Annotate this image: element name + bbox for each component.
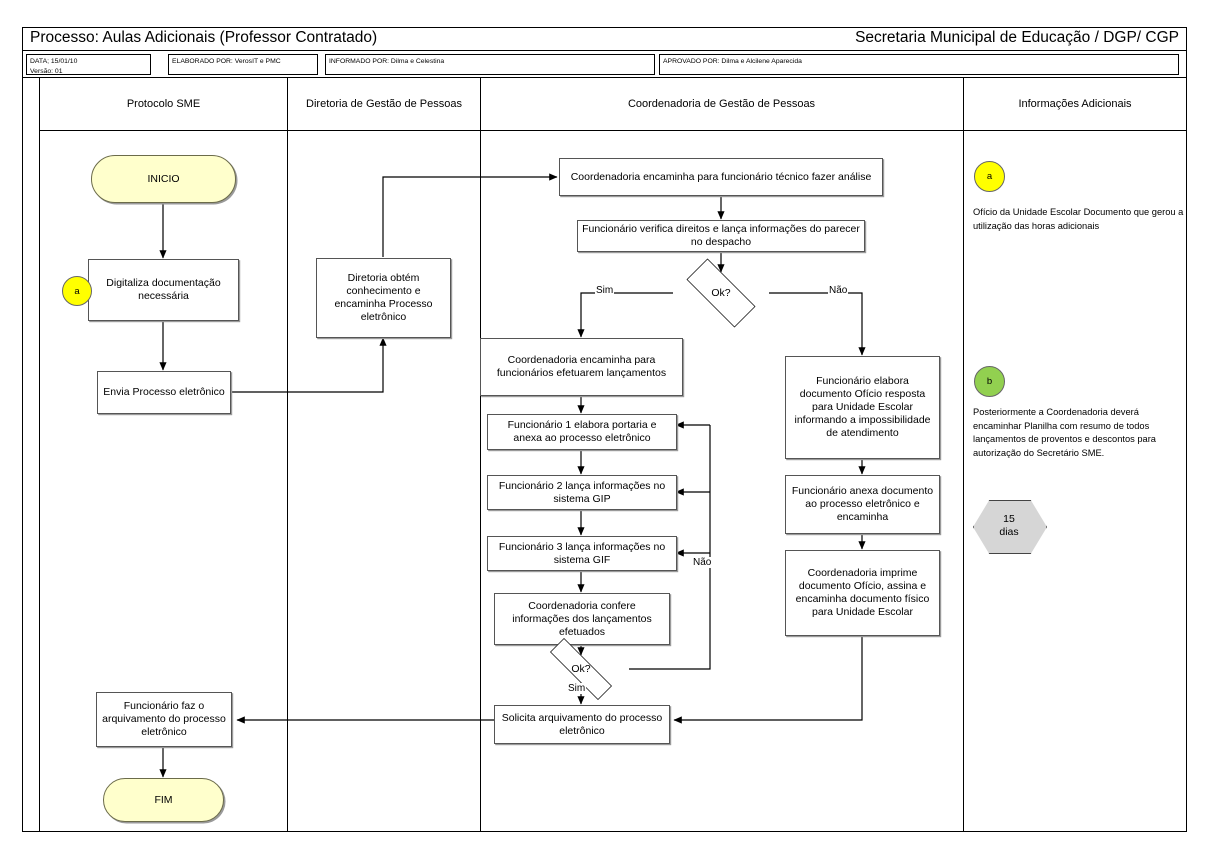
lane-divider-2 [480, 78, 482, 831]
lane-label-coordenadoria: Coordenadoria de Gestão de Pessoas [627, 98, 816, 110]
node-inicio[interactable]: INICIO [91, 155, 236, 203]
node-funcionario-2[interactable]: Funcionário 2 lança informações no siste… [487, 475, 677, 510]
lane-divider-3 [963, 78, 965, 831]
meta-informado-box: INFORMADO POR: Dilma e Celestina [325, 54, 655, 75]
badge-a-inflow[interactable]: a [62, 276, 92, 306]
node-coordenadoria-encaminha-funcionarios[interactable]: Coordenadoria encaminha para funcionário… [480, 338, 683, 396]
lane-header-diretoria: Diretoria de Gestão de Pessoas [288, 78, 480, 130]
organization-title: Secretaria Municipal de Educação / DGP/ … [855, 29, 1179, 46]
meta-aprovado-box: APROVADO POR: Dilma e Alcilene Aparecida [659, 54, 1179, 75]
lane-divider-1 [287, 78, 289, 831]
label-decisao1-sim: Sim [595, 285, 615, 296]
annotation-a-text: Ofício da Unidade Escolar Documento que … [973, 207, 1184, 231]
meta-bar: DATA; 15/01/10 Versão: 01 ELABORADO POR:… [22, 51, 1187, 78]
node-funcionario-1[interactable]: Funcionário 1 elabora portaria e anexa a… [487, 414, 677, 450]
meta-elaborado-box: ELABORADO POR: VerosIT e PMC [168, 54, 318, 75]
node-decisao-ok-2[interactable]: Ok? [533, 638, 629, 700]
lane-label-informacoes: Informações Adicionais [1018, 98, 1132, 110]
label-decisao2-sim: Sim [567, 683, 587, 694]
lane-header-rule [39, 130, 1187, 132]
node-prazo-hexagon: 15 dias [973, 500, 1047, 554]
lane-divider-margin [39, 78, 41, 831]
node-funcionario-anexa[interactable]: Funcionário anexa documento ao processo … [785, 475, 940, 534]
badge-b-legend[interactable]: b [974, 366, 1005, 397]
node-decisao-ok-1[interactable]: Ok? [673, 258, 769, 328]
meta-elaborado-line1: ELABORADO POR: VerosIT e PMC [172, 58, 281, 65]
node-funcionario-3[interactable]: Funcionário 3 lança informações no siste… [487, 536, 677, 571]
decisao2-label: Ok? [571, 663, 591, 675]
node-fim[interactable]: FIM [103, 778, 224, 822]
process-title: Processo: Aulas Adicionais (Professor Co… [30, 29, 378, 46]
decisao1-label: Ok? [711, 287, 731, 299]
lane-label-diretoria: Diretoria de Gestão de Pessoas [306, 98, 462, 110]
diagram-frame [22, 27, 1187, 832]
node-diretoria-obtem[interactable]: Diretoria obtém conhecimento e encaminha… [316, 258, 451, 338]
node-coordenadoria-confere[interactable]: Coordenadoria confere informações dos la… [494, 593, 670, 645]
node-coordenadoria-encaminha-tecnico[interactable]: Coordenadoria encaminha para funcionário… [559, 158, 883, 196]
lane-header-protocolo: Protocolo SME [40, 78, 287, 130]
node-solicita-arquivamento[interactable]: Solicita arquivamento do processo eletrô… [494, 705, 670, 744]
meta-data-line2: Versão: 01 [30, 67, 63, 75]
label-decisao2-nao: Não [692, 557, 713, 568]
hexagon-value: 15 [1003, 513, 1015, 525]
lane-header-informacoes: Informações Adicionais [964, 78, 1186, 130]
meta-data-box: DATA; 15/01/10 Versão: 01 [26, 54, 151, 75]
label-decisao1-nao: Não [828, 285, 849, 296]
hexagon-unit: dias [999, 526, 1019, 538]
title-bar: Processo: Aulas Adicionais (Professor Co… [22, 27, 1187, 51]
node-funcionario-verifica[interactable]: Funcionário verifica direitos e lança in… [577, 220, 865, 252]
meta-aprovado-line1: APROVADO POR: Dilma e Alcilene Aparecida [663, 58, 802, 65]
meta-informado-line1: INFORMADO POR: Dilma e Celestina [329, 58, 445, 65]
node-digitaliza-documentacao[interactable]: Digitaliza documentação necessária [88, 259, 239, 321]
meta-data-line1: DATA; 15/01/10 [30, 58, 78, 65]
node-funcionario-arquiva[interactable]: Funcionário faz o arquivamento do proces… [96, 692, 232, 747]
hexagon-label: 15 dias [973, 500, 1045, 552]
badge-a-legend[interactable]: a [974, 161, 1005, 192]
lane-label-protocolo: Protocolo SME [126, 98, 201, 110]
node-envia-processo[interactable]: Envia Processo eletrônico [97, 371, 231, 414]
lane-header-coordenadoria: Coordenadoria de Gestão de Pessoas [481, 78, 962, 130]
annotation-b-text: Posteriormente a Coordenadoria deverá en… [973, 407, 1156, 458]
hexagon-shape [973, 500, 1047, 554]
node-coordenadoria-imprime[interactable]: Coordenadoria imprime documento Ofício, … [785, 550, 940, 636]
node-funcionario-elabora-oficio[interactable]: Funcionário elabora documento Ofício res… [785, 356, 940, 459]
